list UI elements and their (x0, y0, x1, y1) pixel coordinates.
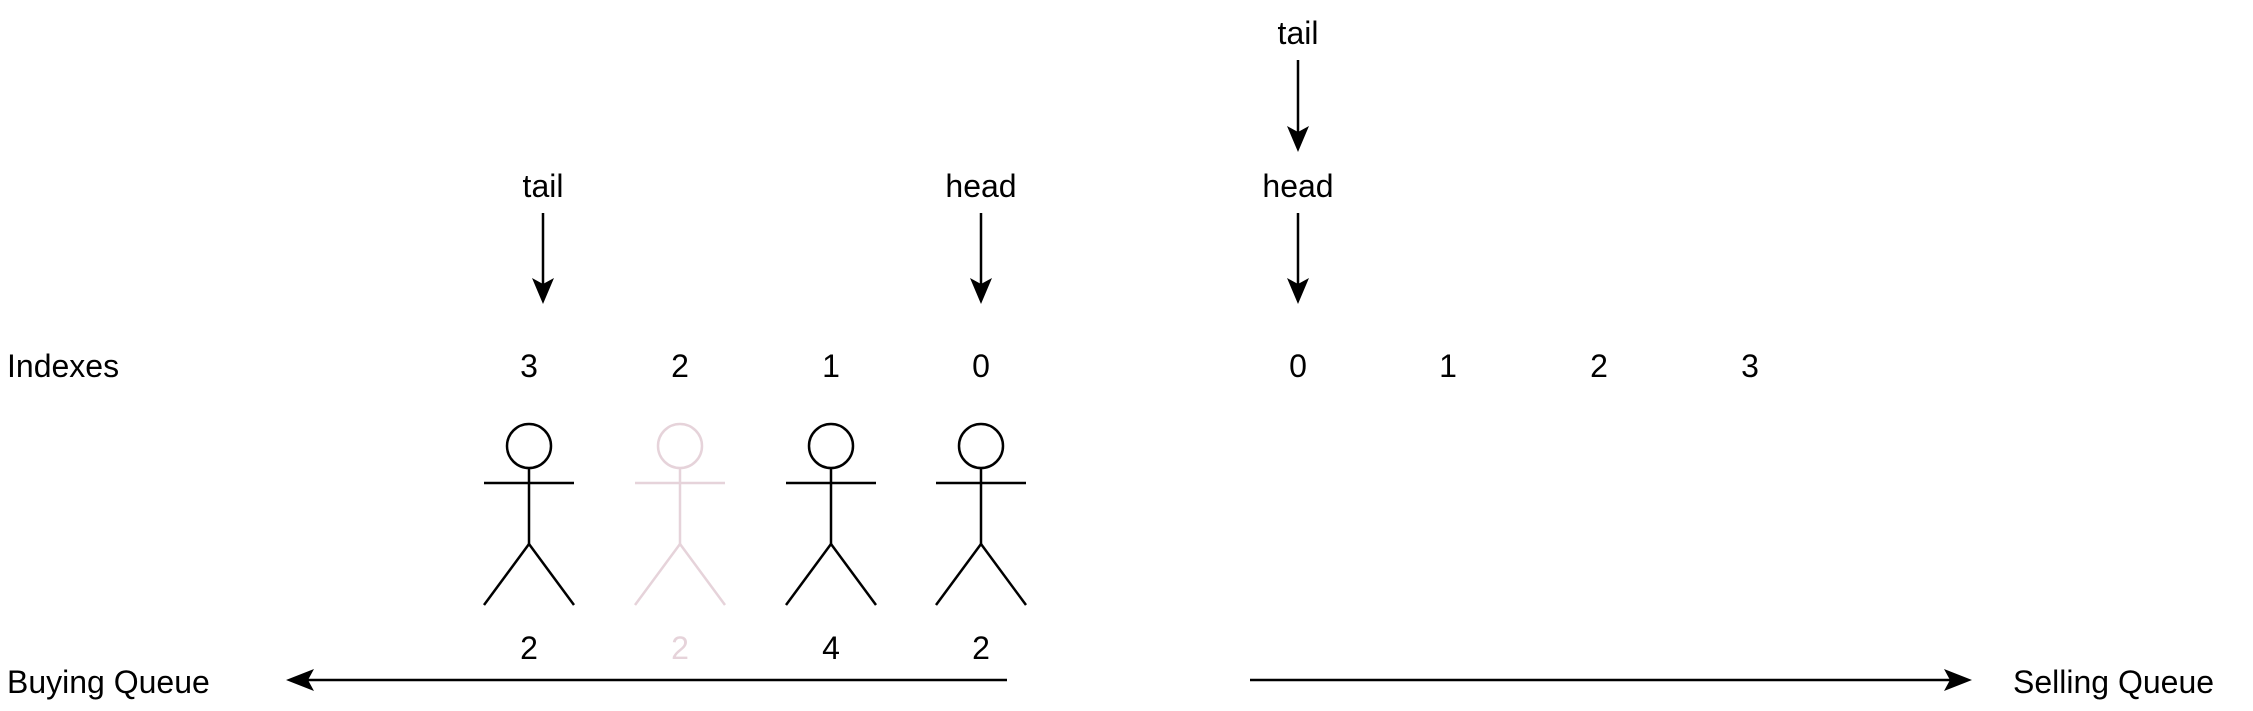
buyer-figure (934, 422, 1028, 606)
buying-index: 1 (822, 348, 840, 384)
buying-index: 0 (972, 348, 990, 384)
buying-tail-arrow (532, 213, 554, 304)
buyer-value: 2 (520, 630, 538, 666)
buying-index: 2 (671, 348, 689, 384)
selling-tail-label: tail (1277, 15, 1319, 51)
buying-index: 3 (520, 348, 538, 384)
buyer-figure (482, 422, 576, 606)
selling-head-label: head (1262, 168, 1334, 204)
selling-index: 0 (1289, 348, 1307, 384)
buying-queue-arrow (286, 669, 1007, 691)
buyer-value: 2 (671, 630, 689, 666)
selling-index: 1 (1439, 348, 1457, 384)
buying-tail-label: tail (522, 168, 564, 204)
buying-head-arrow (970, 213, 992, 304)
selling-index: 2 (1590, 348, 1608, 384)
selling-tail-arrow (1287, 60, 1309, 152)
buyer-value: 2 (972, 630, 990, 666)
selling-index: 3 (1741, 348, 1759, 384)
buying-head-label: head (945, 168, 1017, 204)
selling-queue-label: Selling Queue (2013, 664, 2215, 700)
buying-queue-label: Buying Queue (7, 664, 210, 700)
buyer-figure (784, 422, 878, 606)
indexes-row-label: Indexes (7, 348, 120, 384)
selling-queue-arrow (1250, 669, 1972, 691)
selling-head-arrow (1287, 213, 1309, 304)
buyer-figure-faded (633, 422, 727, 606)
buyer-value: 4 (822, 630, 840, 666)
